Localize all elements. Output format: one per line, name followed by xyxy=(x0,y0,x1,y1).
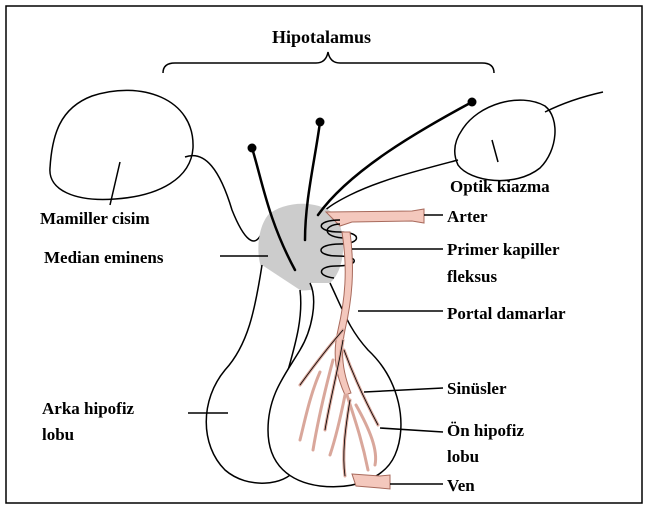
optic-nerve xyxy=(545,92,603,112)
hypothalamus-label: Hipotalamus xyxy=(272,27,371,47)
optic-chiasm-label: Optik kiazma xyxy=(450,177,550,196)
primary-plexus-label-line2: fleksus xyxy=(447,267,497,286)
hypothalamus-floor-left xyxy=(185,156,262,241)
vein-label: Ven xyxy=(447,476,475,495)
neuron-soma-3 xyxy=(468,98,477,107)
anterior-pituitary-label-line2: lobu xyxy=(447,447,479,466)
neuron-soma-2 xyxy=(316,118,325,127)
anterior-pituitary-label-line1: Ön hipofiz xyxy=(447,421,524,440)
portal-vessels-label: Portal damarlar xyxy=(447,304,566,323)
sinusoids-label: Sinüsler xyxy=(447,379,507,398)
neuron-soma-1 xyxy=(248,144,257,153)
primary-plexus-label-line1: Primer kapiller xyxy=(447,240,560,259)
mammillary-body-label: Mamiller cisim xyxy=(40,209,150,228)
mammillary-body xyxy=(50,90,193,199)
optic-chiasm xyxy=(455,100,555,180)
hypothalamus-brace xyxy=(163,52,494,73)
posterior-pituitary-label-line1: Arka hipofiz xyxy=(42,399,135,418)
neuron-cell-bodies xyxy=(248,98,477,153)
posterior-pituitary-label-line2: lobu xyxy=(42,425,74,444)
median-eminence-label: Median eminens xyxy=(44,248,164,267)
artery-label: Arter xyxy=(447,207,488,226)
artery-vessel xyxy=(326,209,424,226)
vein-vessel xyxy=(352,474,390,489)
